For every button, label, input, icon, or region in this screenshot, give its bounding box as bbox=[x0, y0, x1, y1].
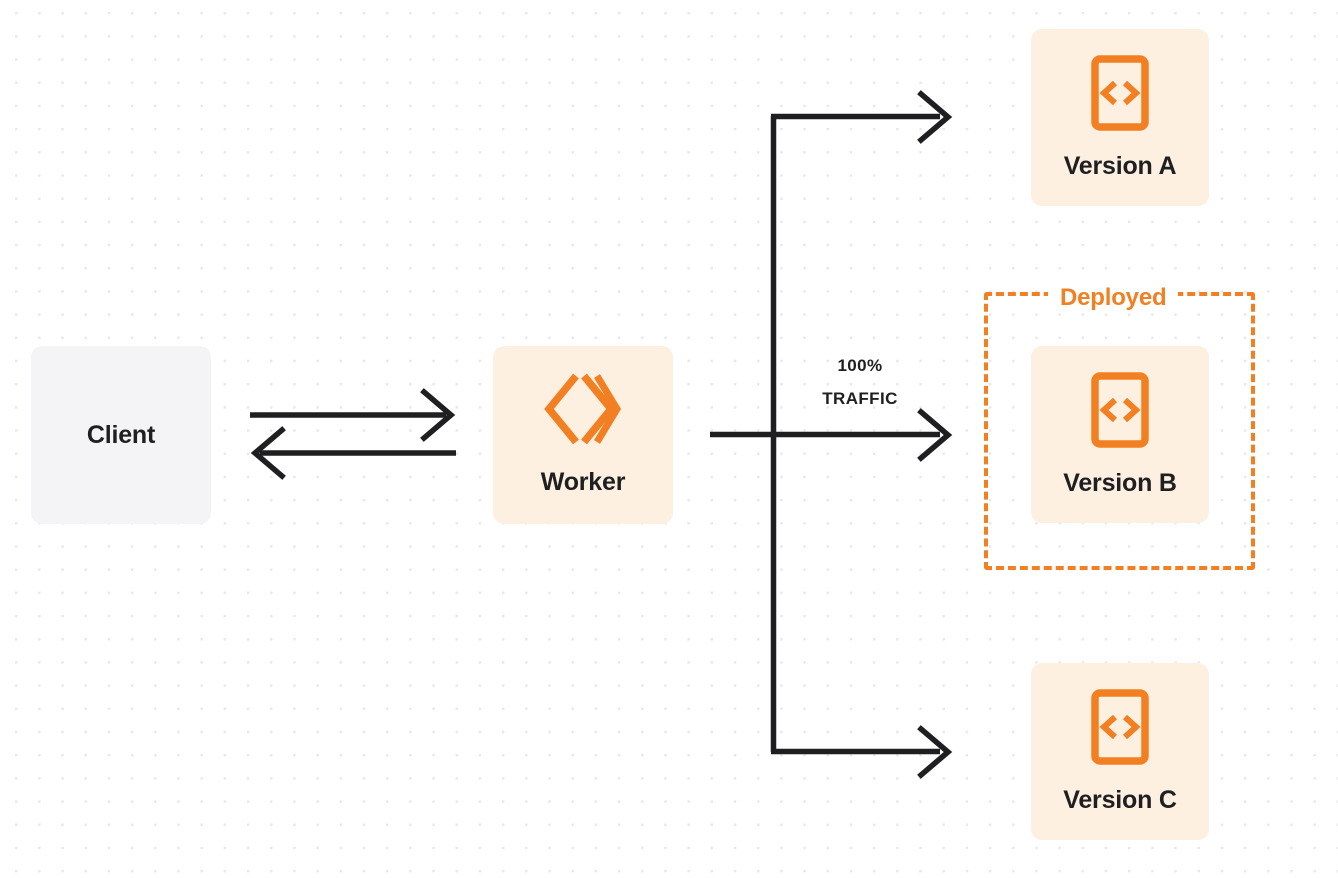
code-brackets-icon bbox=[1091, 688, 1149, 770]
arrowhead-worker-to-client bbox=[250, 426, 286, 480]
node-version-a[interactable]: Version A bbox=[1031, 29, 1209, 206]
arrowhead-client-to-worker bbox=[420, 388, 456, 442]
node-version-c[interactable]: Version C bbox=[1031, 663, 1209, 840]
traffic-label: 100% TRAFFIC bbox=[795, 349, 925, 415]
deployed-group-label: Deployed bbox=[1048, 283, 1179, 313]
node-worker[interactable]: Worker bbox=[493, 346, 673, 524]
client-label: Client bbox=[86, 420, 156, 449]
arrowhead-version-b bbox=[917, 408, 953, 462]
version-b-label: Version B bbox=[1063, 468, 1177, 497]
version-c-label: Version C bbox=[1063, 785, 1177, 814]
code-brackets-icon bbox=[1091, 371, 1149, 453]
version-a-label: Version A bbox=[1063, 151, 1177, 180]
cloudflare-workers-logo-icon bbox=[544, 371, 622, 452]
traffic-word: TRAFFIC bbox=[822, 389, 898, 409]
arrowhead-version-c bbox=[917, 725, 953, 779]
traffic-percent: 100% bbox=[837, 356, 883, 375]
worker-label: Worker bbox=[540, 468, 626, 496]
arrowhead-version-a bbox=[917, 90, 953, 144]
code-brackets-icon bbox=[1091, 54, 1149, 136]
node-client[interactable]: Client bbox=[31, 346, 211, 524]
node-version-b[interactable]: Version B bbox=[1031, 346, 1209, 523]
